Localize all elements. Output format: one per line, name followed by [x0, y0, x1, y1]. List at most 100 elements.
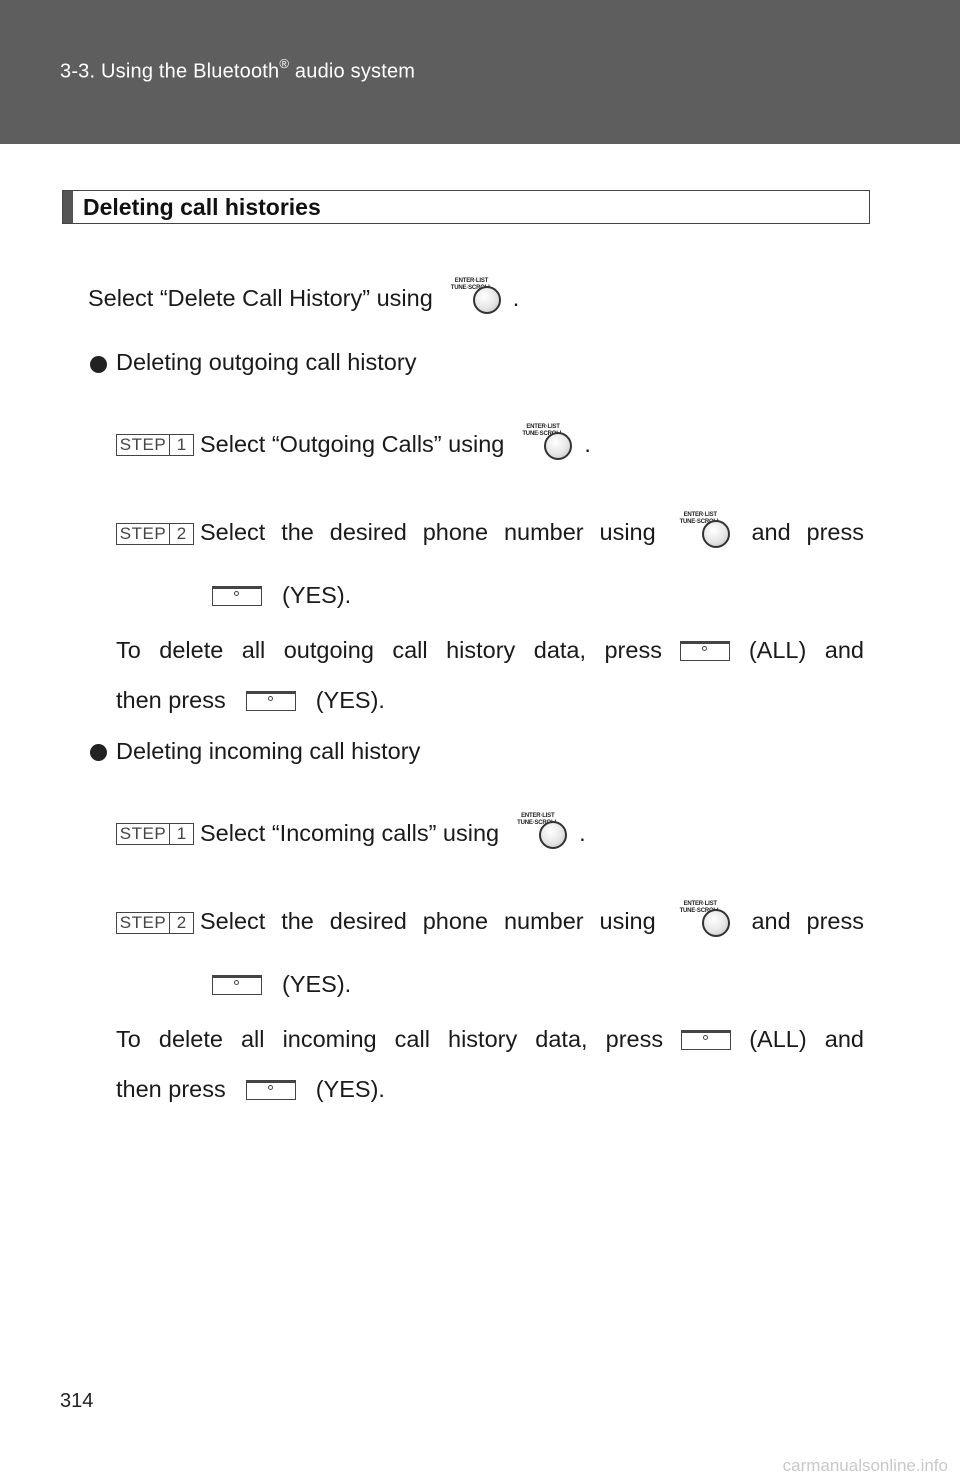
intro-period: . [512, 284, 520, 311]
word: Select [200, 907, 266, 934]
incoming-heading: Deleting incoming call history [116, 738, 421, 764]
intro-text: Select “Delete Call History” using [88, 284, 433, 311]
header-band [0, 0, 960, 144]
word: Select [200, 518, 266, 545]
step-label: STEP [117, 824, 170, 844]
footer-watermark: carmanualsonline.info [782, 1456, 948, 1475]
outgoing-step1-text: Select “Outgoing Calls” using [200, 430, 505, 457]
incoming-step2-yes-line: (YES). [212, 971, 351, 998]
knob-label-bottom: TUNE·SCROLL [522, 431, 564, 437]
incoming-step1-period: . [579, 819, 586, 846]
intro-line: Select “Delete Call History” using ENTER… [88, 276, 519, 320]
all-button-icon [681, 1029, 732, 1050]
word: history [446, 637, 516, 663]
incoming-note-line: To delete all incoming call history data… [116, 1026, 864, 1053]
step-label: STEP [117, 913, 170, 933]
all-label: (ALL) [748, 637, 807, 663]
page-number: 314 [60, 1390, 94, 1412]
outgoing-step1-line: Select “Outgoing Calls” using ENTER·LIST… [200, 422, 591, 466]
step-number: 1 [176, 824, 187, 843]
section-heading-bar [63, 191, 73, 223]
yes-label: (YES). [315, 687, 385, 713]
outgoing-step2-yes-line: (YES). [212, 582, 351, 609]
chapter-header: 3-3. Using the Bluetooth® audio system [60, 56, 415, 84]
knob-ring [539, 821, 568, 849]
word: and [751, 518, 791, 545]
word: delete [158, 1026, 223, 1052]
word: To [116, 1026, 141, 1052]
outgoing-note-line2: then press (YES). [116, 687, 385, 714]
incoming-note-line2: then press (YES). [116, 1076, 385, 1103]
word: desired [329, 907, 407, 934]
word: all [240, 1026, 265, 1052]
incoming-step1-text: Select “Incoming calls” using [200, 819, 500, 846]
step-badge-1: STEP 1 [116, 434, 194, 456]
word: outgoing [283, 637, 374, 663]
word: press [605, 1026, 664, 1052]
knob-label-bottom: TUNE·SCROLL [679, 519, 721, 525]
step-badge-2: STEP 2 [116, 912, 194, 934]
registered-mark: ® [279, 56, 290, 71]
word: phone [422, 907, 489, 934]
step-badge-2: STEP 2 [116, 523, 194, 545]
section-heading-box: Deleting call histories [62, 190, 870, 224]
knob-ring [472, 286, 501, 314]
yes-button-icon [212, 974, 262, 995]
word: desired [329, 518, 407, 545]
word: press [806, 907, 864, 934]
word: To [116, 637, 141, 663]
button-dot [234, 590, 239, 596]
word: call [394, 1026, 430, 1052]
outgoing-heading: Deleting outgoing call history [116, 349, 417, 375]
button-dot [234, 979, 239, 985]
knob-ring [701, 520, 730, 548]
word: and [751, 907, 791, 934]
step-label: STEP [117, 524, 170, 544]
bullet-outgoing [90, 356, 107, 373]
knob-label-bottom: TUNE·SCROLL [450, 285, 492, 291]
outgoing-step2-line: Select the desired phone number using EN… [200, 510, 864, 554]
then-press-text: then press [116, 687, 226, 713]
outgoing-note-line: To delete all outgoing call history data… [116, 637, 864, 664]
button-dot [703, 1034, 709, 1040]
word: history [448, 1026, 518, 1052]
word: incoming [282, 1026, 377, 1052]
all-button-icon [680, 640, 731, 661]
button-dot [702, 645, 708, 651]
button-dot [267, 695, 273, 701]
knob-label-bottom: TUNE·SCROLL [679, 908, 721, 914]
knob-label-top: ENTER·LIST [683, 512, 718, 518]
word: the [281, 907, 314, 934]
yes-button-icon [245, 1079, 296, 1100]
word: press [604, 637, 662, 663]
outgoing-step1-period: . [584, 430, 591, 457]
word: and [824, 637, 864, 663]
all-label: (ALL) [749, 1026, 807, 1052]
word: the [281, 518, 314, 545]
yes-button-icon [212, 585, 262, 606]
knob-label-top: ENTER·LIST [521, 813, 555, 819]
word: and [824, 1026, 864, 1052]
word: all [241, 637, 266, 663]
step-number: 2 [176, 524, 187, 543]
yes-button-icon [245, 690, 296, 711]
step-number: 2 [176, 913, 187, 932]
bullet-incoming [90, 744, 107, 761]
step-label: STEP [117, 435, 170, 455]
knob-ring [544, 432, 573, 460]
knob-label-top: ENTER·LIST [526, 424, 560, 430]
word: using [599, 907, 656, 934]
knob-label-top: ENTER·LIST [683, 901, 718, 907]
word: using [599, 518, 656, 545]
yes-label: (YES). [282, 582, 352, 608]
word: data, [535, 1026, 588, 1052]
word: call [392, 637, 428, 663]
yes-label: (YES). [315, 1076, 385, 1102]
word: press [806, 518, 864, 545]
knob-ring [701, 909, 730, 937]
step-number: 1 [176, 435, 187, 454]
yes-label: (YES). [282, 971, 352, 997]
